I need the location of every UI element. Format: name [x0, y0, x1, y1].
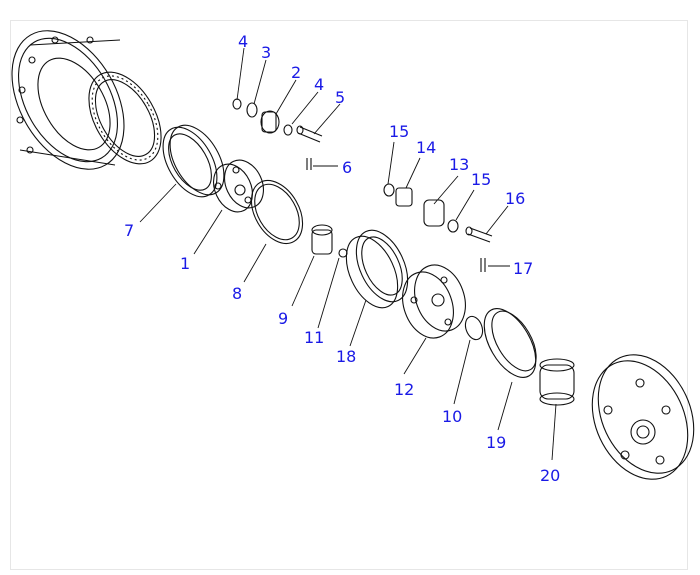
callout-4: 4 — [238, 32, 248, 51]
thrust-washer-part — [383, 183, 395, 197]
planet-gear-part — [423, 199, 445, 227]
end-cover-part — [591, 354, 695, 480]
callout-15: 15 — [389, 122, 409, 141]
housing-part — [11, 30, 162, 170]
callout-14: 14 — [416, 138, 436, 157]
thin-ring-part — [250, 180, 304, 244]
callout-2: 2 — [291, 63, 301, 82]
ball-part — [338, 248, 348, 258]
outer-ring-part — [483, 308, 537, 378]
callout-3: 3 — [261, 43, 271, 62]
ring-gear-part — [162, 124, 225, 198]
callout-15-second: 15 — [471, 170, 491, 189]
callout-9: 9 — [278, 309, 288, 328]
small-gear-part — [260, 110, 280, 134]
sun-gear-part — [539, 364, 575, 400]
callout-13: 13 — [449, 155, 469, 174]
callout-18: 18 — [336, 347, 356, 366]
callout-6: 6 — [342, 158, 352, 177]
callout-4-second: 4 — [314, 75, 324, 94]
needle-bearing-part — [246, 102, 258, 118]
callout-16: 16 — [505, 189, 525, 208]
thrust-disc-part — [464, 315, 484, 341]
leader-lines — [139, 47, 557, 461]
pin-part — [306, 158, 312, 170]
callout-8: 8 — [232, 284, 242, 303]
bearing-part — [395, 187, 413, 207]
callout-11: 11 — [304, 328, 324, 347]
planet-shaft-part — [467, 227, 493, 243]
shaft-part — [297, 126, 323, 143]
middle-ring-gear-part — [345, 229, 409, 309]
washer-part — [232, 98, 242, 110]
callout-12: 12 — [394, 380, 414, 399]
callout-7: 7 — [124, 221, 134, 240]
callout-5: 5 — [335, 88, 345, 107]
callout-17: 17 — [513, 259, 533, 278]
roller-part — [311, 229, 333, 255]
callout-19: 19 — [486, 433, 506, 452]
callout-20: 20 — [540, 466, 560, 485]
callout-labels: 1 2 3 4 4 5 6 7 8 9 10 11 12 13 14 15 15… — [124, 32, 560, 485]
callout-10: 10 — [442, 407, 462, 426]
second-carrier-part — [402, 264, 466, 339]
lock-pin-part — [480, 258, 486, 272]
callout-1: 1 — [180, 254, 190, 273]
